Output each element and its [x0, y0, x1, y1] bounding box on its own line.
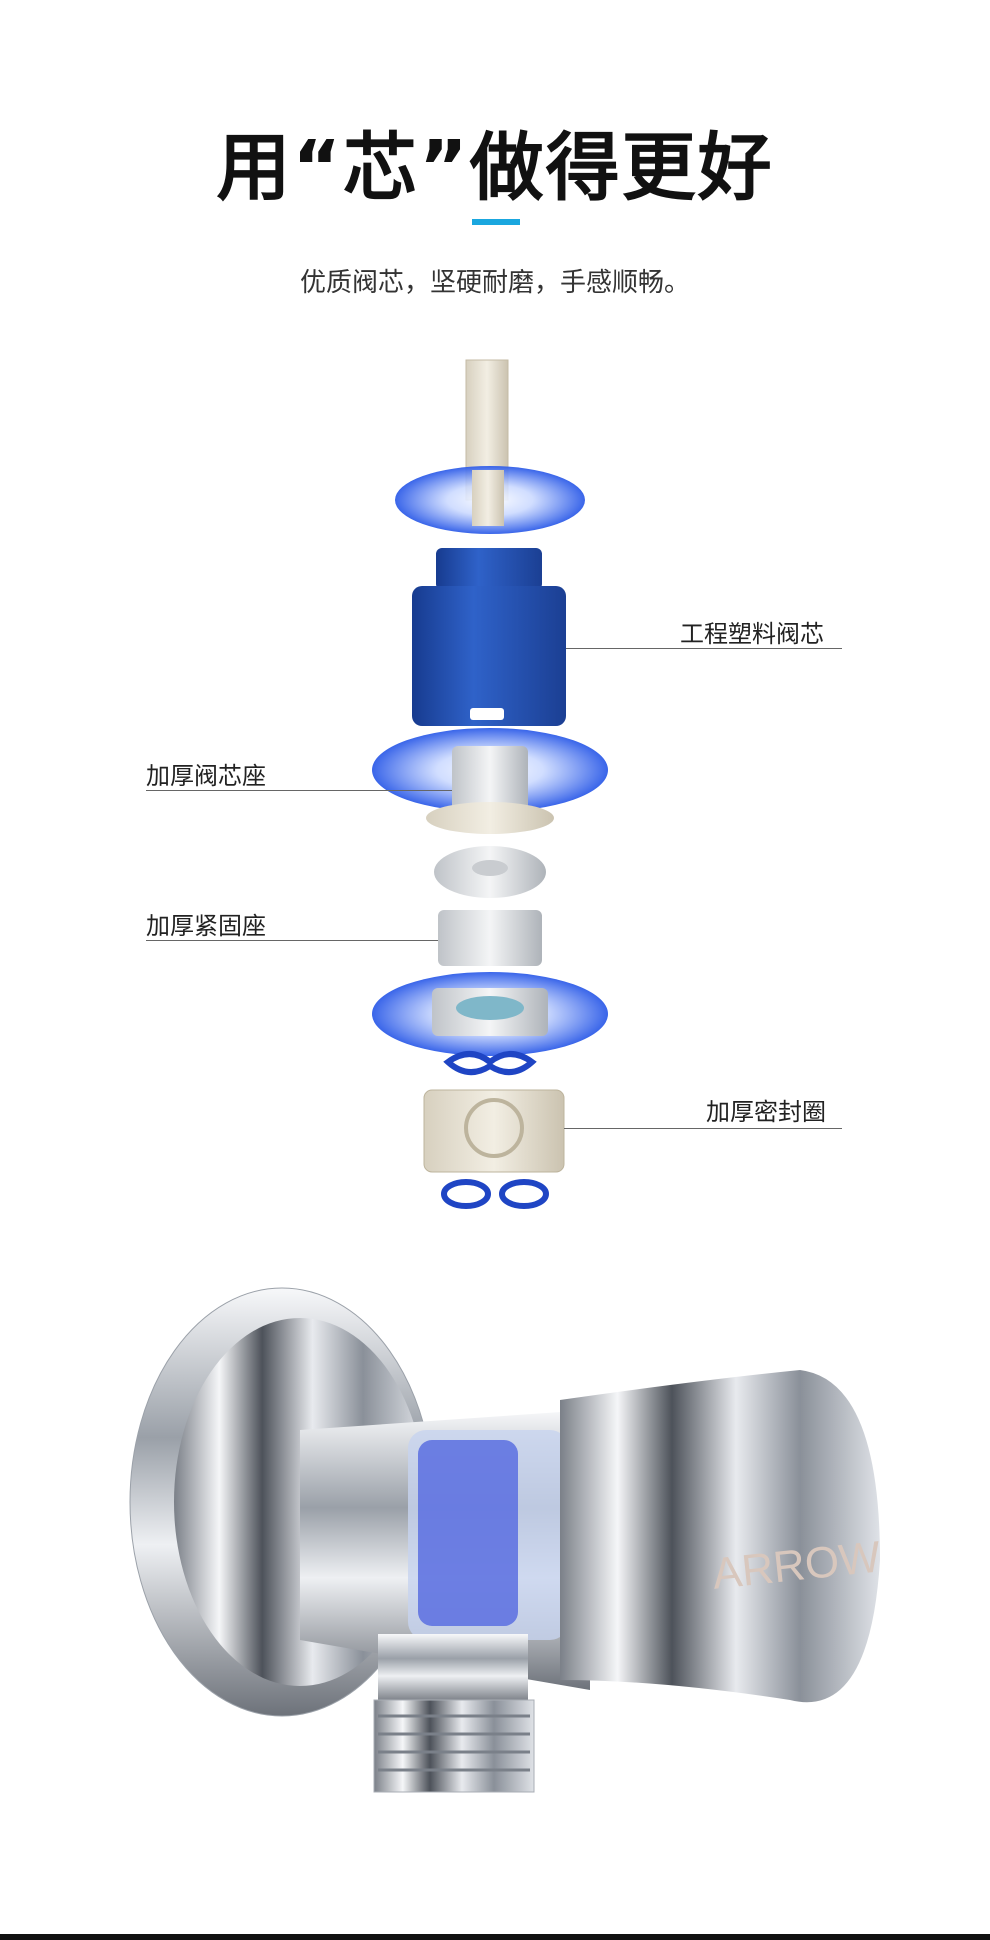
leader-line-core-seat	[146, 790, 452, 791]
leader-line-seal-ring	[564, 1128, 842, 1129]
leader-line-fixing-seat	[146, 940, 438, 941]
leader-line-plastic-core	[566, 648, 842, 649]
accent-divider	[472, 219, 520, 225]
bottom-divider	[0, 1934, 990, 1940]
callout-plastic-core: 工程塑料阀芯	[680, 620, 824, 648]
cartridge-crown	[436, 548, 542, 590]
page-title: 用“芯”做得更好	[216, 125, 774, 211]
callout-seal-ring: 加厚密封圈	[706, 1098, 826, 1126]
cartridge-body	[412, 586, 566, 726]
seal-base-part	[423, 1089, 565, 1173]
page-subtitle: 优质阀芯，坚硬耐磨，手感顺畅。	[299, 268, 690, 298]
callout-fixing-seat: 加厚紧固座	[146, 912, 266, 940]
callout-core-seat: 加厚阀芯座	[146, 762, 266, 790]
seal-ring-part	[441, 1179, 491, 1209]
fixing-seat-part	[438, 910, 542, 966]
core-seat-part	[452, 746, 528, 812]
angle-valve-product	[129, 1287, 880, 1793]
